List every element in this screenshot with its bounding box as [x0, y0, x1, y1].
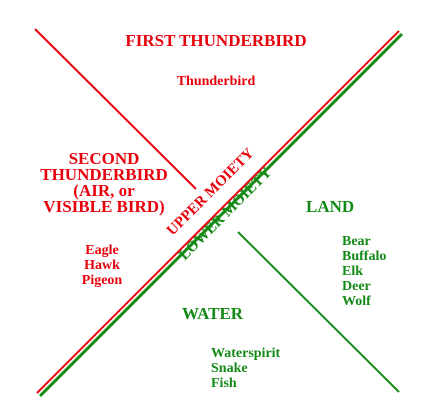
clan-fish: Fish [211, 376, 237, 391]
clan-waterspirit: Waterspirit [211, 346, 281, 361]
second-title-line: VISIBLE BIRD) [43, 197, 165, 216]
land-members: Bear Buffalo Elk Deer Wolf [342, 234, 386, 309]
second-thunderbird-members: Eagle Hawk Pigeon [62, 243, 142, 288]
clan-wolf: Wolf [342, 294, 371, 309]
water-members: Waterspirit Snake Fish [211, 346, 280, 391]
thunderbird-member: Thunderbird [176, 74, 256, 89]
main-diagonal-upper-line [36, 30, 400, 394]
clan-bear: Bear [342, 234, 371, 249]
upper-divider-line [34, 28, 197, 190]
clan-deer: Deer [342, 279, 371, 294]
second-title-line: SECOND [68, 149, 140, 168]
clan-eagle: Eagle [85, 243, 119, 258]
clan-pigeon: Pigeon [81, 273, 123, 288]
clan-elk: Elk [342, 264, 364, 279]
second-thunderbird-title: SECOND THUNDERBIRD (AIR, or VISIBLE BIRD… [24, 149, 184, 216]
second-title-line: (AIR, or [73, 181, 135, 200]
first-thunderbird-title: FIRST THUNDERBIRD [125, 31, 307, 50]
clan-buffalo: Buffalo [342, 249, 387, 264]
lower-divider-line [237, 231, 400, 393]
water-title: WATER [182, 304, 244, 323]
land-title: LAND [306, 197, 355, 216]
main-diagonal-lower-line [38, 32, 404, 398]
clan-hawk: Hawk [84, 258, 120, 273]
clan-snake: Snake [211, 361, 248, 376]
second-title-line: THUNDERBIRD [40, 165, 168, 184]
